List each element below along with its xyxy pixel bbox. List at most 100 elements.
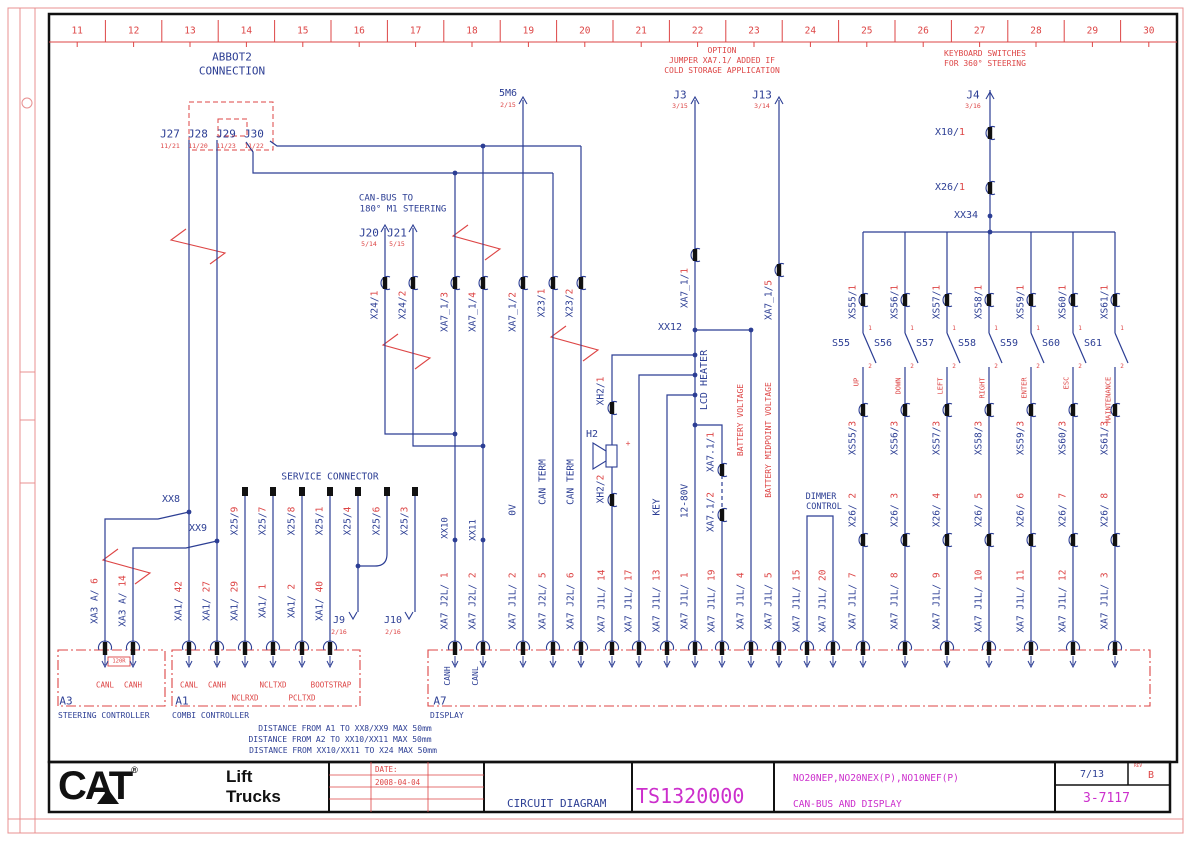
label-dimmer: DIMMER: [805, 491, 837, 502]
connector-icon: [771, 640, 787, 651]
connector-icon: [380, 275, 391, 291]
label-xa7-1-3: XA7_1/3: [439, 291, 451, 333]
pin-arrow-icon: [451, 660, 459, 669]
label-3-15: 3/15: [672, 101, 688, 110]
label-control: CONTROL: [806, 501, 842, 512]
pin-arrow-icon: [549, 660, 557, 669]
label-1: 1: [952, 325, 956, 332]
label-xs56-1: XS56/1: [889, 284, 901, 320]
connector-icon: [1068, 402, 1079, 418]
label-j13: J13: [752, 88, 772, 102]
label-xa3-a-6: XA3 A/ 6: [89, 578, 101, 624]
label-2: 2: [1036, 363, 1040, 370]
connector-pin-icon: [1028, 642, 1034, 655]
label-canl: CANL: [95, 680, 115, 690]
label-2: 2: [1078, 363, 1082, 370]
connector-icon: [408, 275, 419, 291]
pin-arrow-icon: [1027, 660, 1035, 669]
label-left: LEFT: [936, 377, 945, 395]
connector-icon: [1065, 640, 1081, 651]
junction-dot-icon: [480, 537, 486, 543]
label-xa7-1-5: XA7_1/5: [763, 279, 775, 321]
connector-pin-icon: [299, 642, 305, 655]
connector-icon: [942, 532, 953, 548]
connector-pin-icon: [270, 642, 276, 655]
connector-icon: [1023, 640, 1039, 651]
connector-icon: [181, 640, 197, 651]
buzzer-icon: [592, 442, 618, 470]
ruler-number-11: 11: [71, 25, 83, 37]
label-xs61-3: XS61/3: [1099, 420, 1111, 456]
connector-icon: [1110, 292, 1121, 308]
pin-arrow-icon: [326, 660, 334, 669]
ruler-number-21: 21: [635, 25, 647, 37]
connector-icon: [1026, 402, 1037, 418]
label-distance-from-xx10-xx11-to-x24-max-50mm: DISTANCE FROM XX10/XX11 TO X24 MAX 50mm: [249, 746, 437, 755]
label-canl: CANL: [471, 666, 480, 686]
connector-pin-icon: [452, 642, 458, 655]
junction-dot-icon: [692, 327, 698, 333]
connector-pin-icon: [944, 642, 950, 655]
label-s61: S61: [1083, 338, 1103, 349]
connector-pin-icon: [520, 277, 526, 289]
registered-mark: ®: [131, 765, 137, 775]
offpage-arrow-icon: [690, 95, 700, 105]
label-j4: J4: [966, 88, 980, 102]
pin-arrow-icon: [663, 660, 671, 669]
label-2: 2: [952, 363, 956, 370]
label-12-80v: 12-80V: [679, 483, 691, 519]
label-key: KEY: [651, 498, 663, 516]
label-3-14: 3/14: [754, 101, 770, 110]
connector-pin-icon: [902, 534, 908, 546]
connector-pin-icon: [860, 642, 866, 655]
label-xa7-j1l-8: XA7 J1L/ 8: [889, 572, 901, 630]
label-s57: S57: [915, 338, 935, 349]
label-xs58-3: XS58/3: [973, 420, 985, 456]
connector-pin-icon: [986, 642, 992, 655]
label-battery-midpoint-voltage: BATTERY MIDPOINT VOLTAGE: [764, 382, 773, 498]
label-enter: ENTER: [1020, 377, 1029, 399]
pin-arrow-icon: [608, 660, 616, 669]
connector-icon: [858, 402, 869, 418]
connector-pin-icon: [1070, 642, 1076, 655]
offpage-arrow-icon: [408, 223, 418, 233]
connector-pin-icon: [609, 402, 615, 414]
connector-icon: [690, 247, 701, 263]
connector-icon: [1026, 292, 1037, 308]
label-maintenance: MAINTENANCE: [1104, 376, 1113, 424]
connector-pin-icon: [1112, 404, 1118, 416]
junction-dot-icon: [480, 143, 486, 149]
label-xs57-1: XS57/1: [931, 284, 943, 320]
square-pin-icon: [270, 487, 276, 496]
label-xs55-3: XS55/3: [847, 420, 859, 456]
pin-arrow-icon: [577, 660, 585, 669]
connector-pin-icon: [609, 494, 615, 506]
connector-icon: [825, 640, 841, 651]
label-a7: A7: [433, 694, 447, 708]
connector-pin-icon: [986, 404, 992, 416]
connector-pin-icon: [748, 642, 754, 655]
connector-icon: [573, 640, 589, 651]
connector-icon: [1110, 402, 1121, 418]
ruler-number-12: 12: [127, 25, 140, 37]
junction-dot-icon: [452, 431, 458, 437]
label-xs59-1: XS59/1: [1015, 284, 1027, 320]
connector-icon: [981, 640, 997, 651]
connector-pin-icon: [452, 277, 458, 289]
label-xa1-1: XA1/ 1: [257, 583, 269, 619]
label-1: 1: [868, 325, 872, 332]
label-x10-1: X10/1: [934, 127, 966, 138]
label-x25-4: X25/4: [342, 506, 354, 536]
label-x24-2: X24/2: [397, 290, 409, 320]
connector-pin-icon: [102, 642, 108, 655]
label-1: 1: [1120, 325, 1124, 332]
pin-arrow-icon: [101, 660, 109, 669]
connector-pin-icon: [902, 404, 908, 416]
connector-pin-icon: [987, 182, 993, 194]
label-jumper-xa7-1-added-if: JUMPER XA7.1/ ADDED IF: [669, 56, 775, 65]
connector-icon: [939, 640, 955, 651]
label-xa7-1-1: XA7.1/1: [705, 431, 717, 473]
label-s56: S56: [873, 338, 893, 349]
